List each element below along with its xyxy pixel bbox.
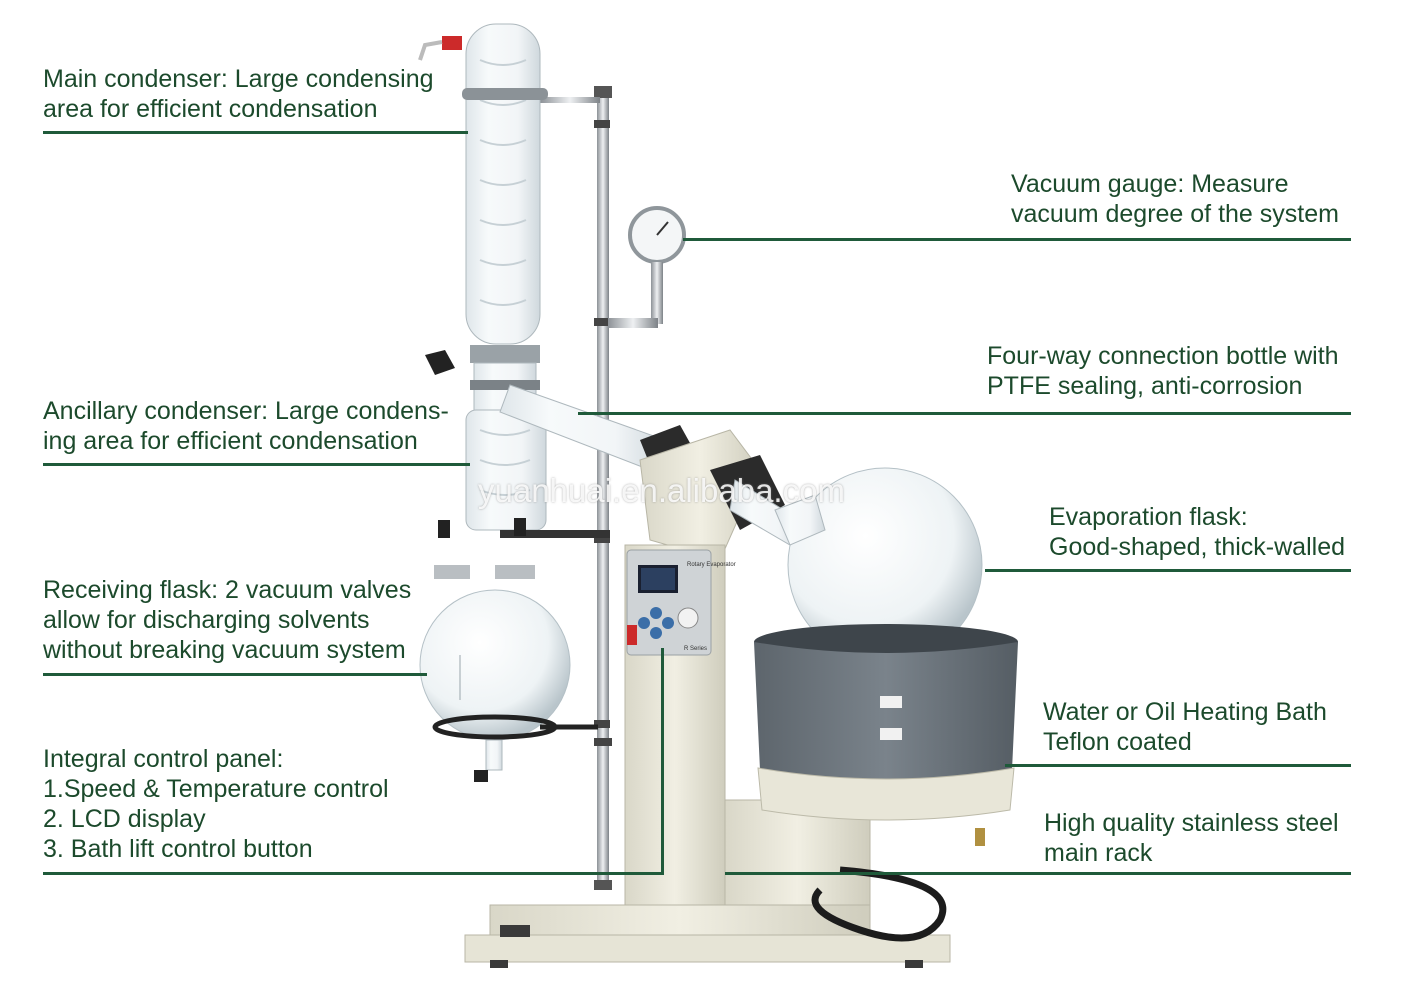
watermark: yuanhuai.en.alibaba.com bbox=[478, 472, 845, 509]
leader-main-condenser bbox=[43, 131, 468, 134]
leader-ancillary-condenser bbox=[43, 463, 470, 466]
heating-bath bbox=[754, 624, 1018, 846]
leader-heating-bath bbox=[1005, 764, 1351, 767]
power-cable bbox=[811, 866, 947, 942]
label-heating-bath: Water or Oil Heating Bath Teflon coated bbox=[1043, 698, 1327, 756]
leader-evaporation-flask bbox=[985, 569, 1351, 572]
receiving-flask bbox=[419, 518, 598, 782]
leader-vacuum-gauge bbox=[683, 238, 1351, 241]
leader-control-panel-vertical bbox=[661, 648, 664, 875]
panel-brand-text: Rotary Evaporator bbox=[687, 562, 736, 568]
label-control-panel: Integral control panel: 1.Speed & Temper… bbox=[43, 745, 389, 863]
evaporation-flask bbox=[774, 467, 983, 663]
label-evaporation-flask: Evaporation flask: Good-shaped, thick-wa… bbox=[1049, 503, 1345, 561]
label-ancillary-condenser: Ancillary condenser: Large condens- ing … bbox=[43, 397, 449, 455]
label-main-rack: High quality stainless steel main rack bbox=[1044, 809, 1339, 867]
machine-base bbox=[464, 904, 951, 968]
support-rod bbox=[540, 86, 612, 890]
panel-series-text: R Series bbox=[684, 646, 707, 652]
leader-four-way bbox=[578, 412, 1351, 415]
label-vacuum-gauge: Vacuum gauge: Measure vacuum degree of t… bbox=[1011, 170, 1339, 228]
leader-control-panel bbox=[43, 872, 664, 875]
main-condenser bbox=[418, 23, 548, 345]
label-four-way: Four-way connection bottle with PTFE sea… bbox=[987, 342, 1339, 400]
leader-receiving-flask bbox=[43, 673, 427, 676]
control-panel: Rotary Evaporator R Series bbox=[626, 549, 736, 656]
label-receiving-flask: Receiving flask: 2 vacuum valves allow f… bbox=[43, 576, 412, 664]
leader-main-rack bbox=[725, 872, 1351, 875]
vacuum-gauge bbox=[608, 206, 686, 328]
label-main-condenser: Main condenser: Large condensing area fo… bbox=[43, 65, 434, 123]
